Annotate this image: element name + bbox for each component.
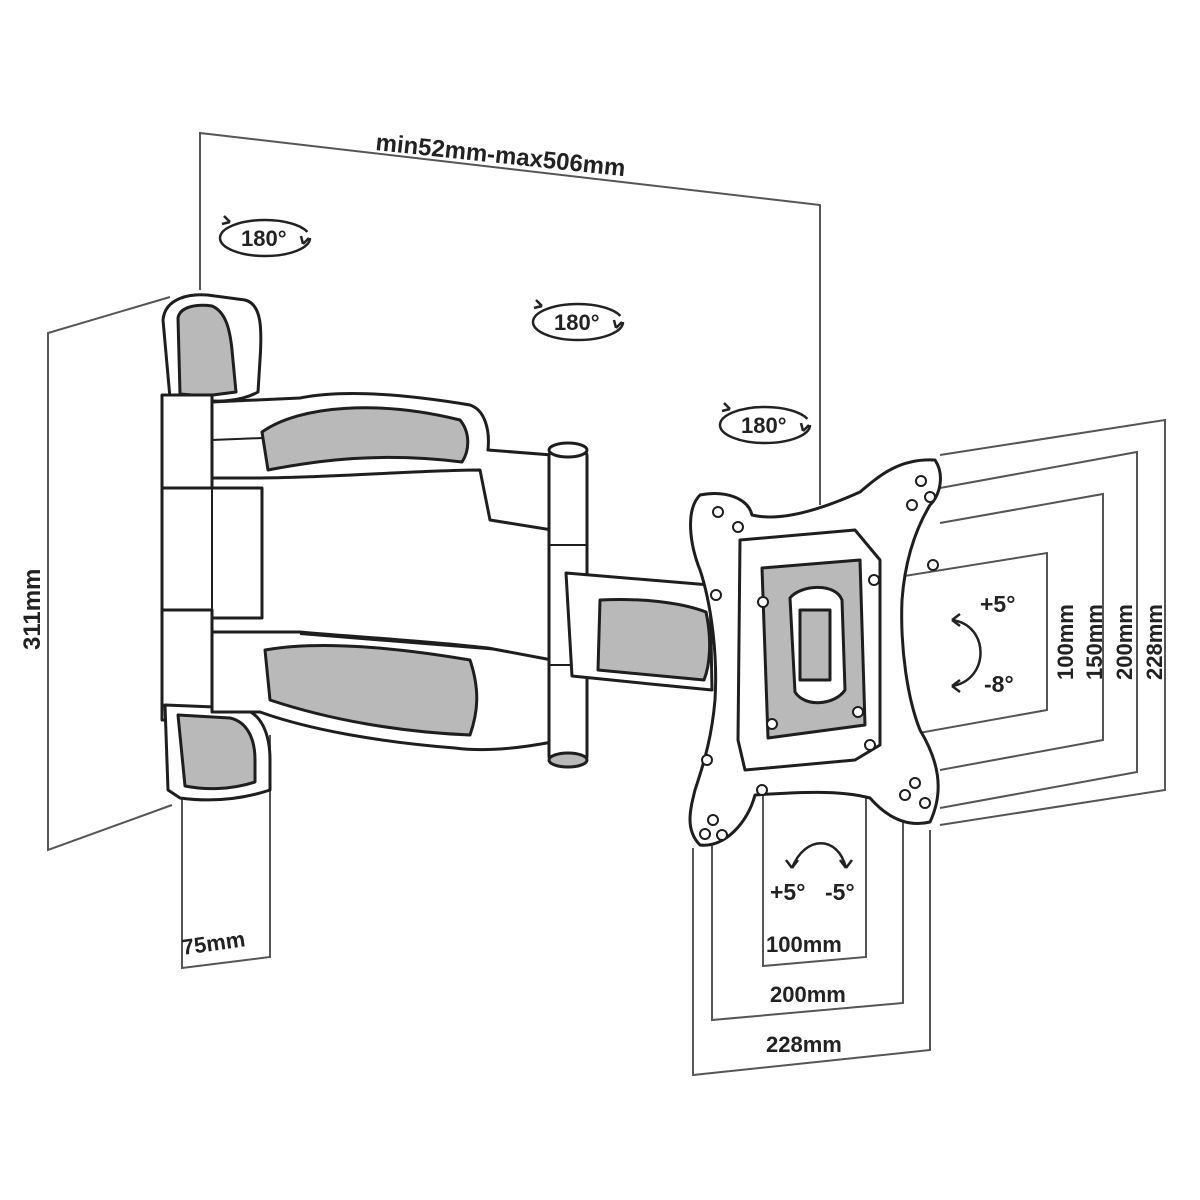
vesa-150-vertical-line (939, 492, 1104, 771)
vesa-228-vertical-line (939, 418, 1166, 826)
vesa-228-horizontal-line (692, 830, 931, 1077)
swivel-head-label: 180° (741, 413, 787, 438)
tilt-down-label: -8° (984, 671, 1014, 697)
tilt-indicator (951, 613, 982, 693)
wall-plate-height-dimension-line (47, 296, 173, 852)
vesa-vertical-150-label: 150mm (1082, 604, 1107, 680)
vesa-vertical-200-label: 200mm (1112, 604, 1137, 680)
vesa-100-horizontal-line (762, 770, 867, 968)
wall-plate-width-label: 75mm (180, 926, 246, 960)
level-indicator (785, 842, 853, 869)
vesa-vertical-228-label: 228mm (1142, 604, 1167, 680)
swivel-head-indicator (718, 402, 812, 445)
arm-extension-dimension-line (199, 131, 821, 505)
vesa-200-vertical-line (939, 450, 1138, 809)
wall-plate (160, 293, 272, 802)
wall-plate-height-label: 311mm (19, 569, 46, 650)
swivel-middle-indicator (531, 299, 625, 342)
level-minus-label: -5° (825, 879, 855, 905)
tilt-up-label: +5° (980, 591, 1015, 617)
swivel-middle-label: 180° (554, 310, 600, 335)
vesa-horizontal-228-label: 228mm (766, 1032, 842, 1057)
vesa-horizontal-100-label: 100mm (766, 932, 842, 957)
vesa-horizontal-200-label: 200mm (770, 982, 846, 1007)
vesa-vertical-100-label: 100mm (1053, 604, 1078, 680)
swivel-wall-indicator (218, 215, 312, 258)
upper-arm (210, 392, 554, 532)
wall-plate-width-dimension-line (181, 735, 271, 970)
arm-extension-label: min52mm-max506mm (374, 129, 626, 182)
vesa-plate (688, 458, 942, 847)
swivel-wall-label: 180° (241, 226, 287, 251)
vesa-100-vertical-line (879, 551, 1048, 741)
vesa-200-horizontal-line (711, 820, 904, 1022)
lower-arm (210, 630, 554, 752)
dimension-lines (47, 131, 1166, 1077)
short-arm (564, 571, 714, 692)
level-plus-label: +5° (770, 879, 805, 905)
